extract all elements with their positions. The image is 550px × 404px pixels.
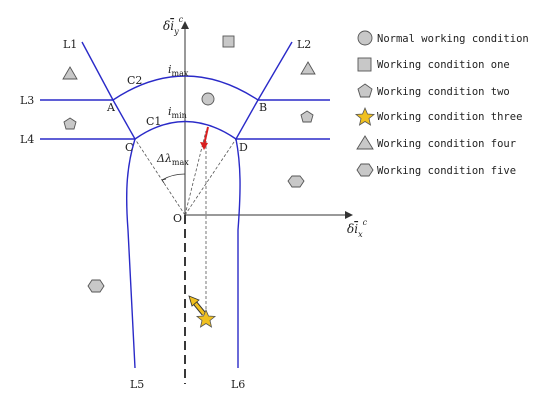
legend-circle-icon [357, 30, 373, 46]
label-l3: L3 [20, 94, 34, 107]
label-l6: L6 [231, 378, 245, 391]
legend-label-three: Working condition three [377, 111, 522, 123]
arc-c2 [112, 75, 259, 101]
boundary-b-d [235, 99, 259, 140]
legend-pentagon-icon [357, 83, 373, 98]
marker-condition-two-left [63, 117, 77, 130]
marker-condition-two-right [300, 110, 314, 123]
marker-condition-four-left [62, 66, 78, 80]
legend-square-icon [357, 57, 372, 72]
legend-label-normal: Normal working condition [377, 33, 529, 45]
legend-star-icon [354, 106, 376, 126]
legend-label-two: Working condition two [377, 86, 510, 98]
yellow-arrow-inner [193, 302, 206, 315]
label-point-c: C [125, 141, 133, 154]
dashed-line-o-d [184, 138, 237, 216]
angle-arc [161, 173, 186, 181]
legend-hexagon-icon [356, 163, 374, 177]
yellow-arrowhead [188, 295, 200, 307]
legend-label-five: Working condition five [377, 165, 516, 177]
legend: Normal working condition Working conditi… [354, 30, 529, 177]
label-point-d: D [239, 141, 248, 154]
label-delta-lambda: Δλmax [156, 152, 189, 167]
label-i-max: imax [168, 63, 189, 78]
label-arc-c2: C2 [127, 74, 142, 87]
boundary-l2 [257, 41, 293, 101]
label-point-a: A [106, 101, 116, 114]
label-i-min: imin [168, 105, 187, 120]
red-arrow [203, 126, 209, 146]
legend-label-four: Working condition four [377, 138, 516, 150]
label-l2: L2 [297, 38, 311, 51]
boundary-l1 [81, 41, 114, 101]
dashed-line-o-c [134, 138, 186, 216]
marker-condition-four-right [300, 61, 316, 75]
angle-arc-tick [161, 178, 167, 184]
marker-condition-three [195, 308, 217, 328]
label-point-b: B [259, 101, 267, 114]
red-arrowhead [200, 142, 208, 150]
x-axis-label: δixc [347, 218, 368, 239]
origin-label: O [173, 212, 182, 225]
label-l4: L4 [20, 133, 34, 146]
y-axis-label: δiyc [163, 15, 184, 36]
label-l5: L5 [130, 378, 144, 391]
boundary-l5 [125, 138, 136, 369]
label-l1: L1 [63, 38, 77, 51]
marker-condition-five-right [287, 175, 305, 188]
legend-label-one: Working condition one [377, 59, 510, 71]
label-arc-c1: C1 [146, 115, 161, 128]
boundary-a-c [112, 99, 136, 140]
marker-normal [201, 92, 215, 106]
marker-condition-five-left [87, 279, 105, 293]
legend-triangle-icon [356, 135, 374, 150]
boundary-l6 [235, 138, 241, 368]
marker-condition-one [222, 35, 235, 48]
arc-c1 [134, 120, 237, 140]
